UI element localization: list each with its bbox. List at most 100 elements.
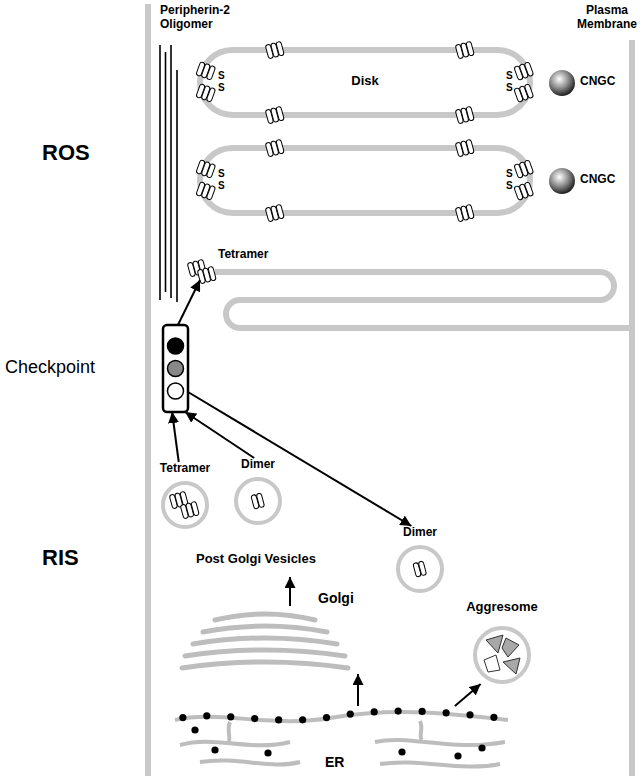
region-label: Peripherin-2 Oligomer xyxy=(160,4,256,32)
diagram-node: CNGC xyxy=(548,166,620,196)
diagram-node: CNGC xyxy=(548,68,620,98)
protein-icon xyxy=(251,493,265,509)
ribosome xyxy=(443,709,450,716)
diagram-node: Checkpoint xyxy=(5,325,188,412)
protein-icon xyxy=(455,139,474,157)
ribosome xyxy=(454,752,461,759)
protein-icon xyxy=(455,204,474,222)
protein-icon xyxy=(180,501,199,519)
er-tubule xyxy=(375,740,505,745)
helix xyxy=(206,185,215,200)
disulfide-label: S xyxy=(218,180,225,191)
axoneme-line xyxy=(176,70,178,302)
disulfide-label: S xyxy=(218,70,225,81)
ribosome xyxy=(478,744,485,751)
axoneme-line xyxy=(170,45,172,298)
helix xyxy=(276,139,284,154)
protein-icon xyxy=(265,139,284,157)
protein-icon xyxy=(514,182,534,201)
axoneme-line xyxy=(165,52,167,292)
node-label: Disk xyxy=(200,74,530,89)
helix xyxy=(466,139,474,154)
node-label: Checkpoint xyxy=(5,357,95,378)
golgi-cisterna xyxy=(203,626,327,632)
ribosome xyxy=(299,716,306,723)
ribosome xyxy=(179,714,186,721)
region-label: RIS xyxy=(42,545,79,570)
helix xyxy=(524,160,533,175)
aggregate xyxy=(486,635,503,653)
helix xyxy=(466,106,474,121)
ribosome xyxy=(275,716,282,723)
region-label: Plasma Membrane xyxy=(574,4,640,32)
protein-icon xyxy=(265,204,284,222)
light-green xyxy=(168,383,184,399)
protein-icon xyxy=(196,62,216,81)
helix xyxy=(524,182,533,197)
cngc-sphere xyxy=(549,168,575,194)
aggregate xyxy=(502,638,519,657)
golgi-cisterna xyxy=(185,650,345,656)
protein-icon xyxy=(514,160,534,179)
traffic-light xyxy=(163,325,188,412)
golgi-cisterna xyxy=(182,662,348,668)
disulfide-label: S xyxy=(506,82,513,93)
protein-icon xyxy=(455,106,474,124)
membrane-fold xyxy=(215,272,632,328)
transport-arrow xyxy=(185,412,254,458)
protein-icon xyxy=(514,62,534,81)
ribosome xyxy=(466,711,473,718)
ribosome xyxy=(211,746,218,753)
plasma-membrane xyxy=(145,4,151,776)
disk-membrane xyxy=(200,50,530,115)
ribosome xyxy=(323,714,330,721)
light-amber xyxy=(168,361,184,377)
er-tubule xyxy=(228,722,230,744)
protein-icons xyxy=(169,41,533,577)
vesicle xyxy=(236,479,280,523)
plasma-membrane xyxy=(629,40,635,776)
node-label: Tetramer xyxy=(218,248,268,262)
helix xyxy=(418,561,426,576)
helix xyxy=(276,41,284,56)
diagram-node: Aggresome xyxy=(460,600,546,684)
ribosome xyxy=(347,710,354,717)
disulfide-label: S xyxy=(218,82,225,93)
helix xyxy=(256,493,264,508)
helix xyxy=(206,87,215,102)
ribosome xyxy=(264,749,271,756)
er-tubule xyxy=(420,721,422,740)
golgi-cisterna xyxy=(215,614,315,620)
protein-icon xyxy=(196,182,216,201)
ribosome xyxy=(398,748,405,755)
aggregate xyxy=(484,655,500,672)
vesicle xyxy=(398,547,442,591)
ribosome xyxy=(227,713,234,720)
disulfide-label: S xyxy=(506,70,513,81)
ribosome xyxy=(395,707,402,714)
transport-arrow xyxy=(178,280,200,325)
ribosome xyxy=(371,708,378,715)
diagram-node: ER xyxy=(170,706,510,772)
er-tubule xyxy=(380,762,500,766)
disulfide-label: S xyxy=(218,168,225,179)
diagram-node: Disk xyxy=(200,50,532,115)
ribosome xyxy=(203,712,210,719)
helix xyxy=(191,501,199,516)
helix xyxy=(276,204,284,219)
cngc-sphere xyxy=(549,70,575,96)
node-label: CNGC xyxy=(580,173,615,187)
node-label: Aggresome xyxy=(460,600,544,615)
ribosome xyxy=(191,726,198,733)
node-label: CNGC xyxy=(580,75,615,89)
helix xyxy=(524,62,533,77)
transport-arrow xyxy=(455,684,481,706)
transport-arrow xyxy=(188,392,411,526)
transport-arrow xyxy=(289,577,291,606)
helix xyxy=(206,163,215,178)
node-label: Dimer xyxy=(235,458,281,472)
ribosome xyxy=(251,715,258,722)
protein-icon xyxy=(196,84,216,103)
light-red xyxy=(168,338,184,354)
